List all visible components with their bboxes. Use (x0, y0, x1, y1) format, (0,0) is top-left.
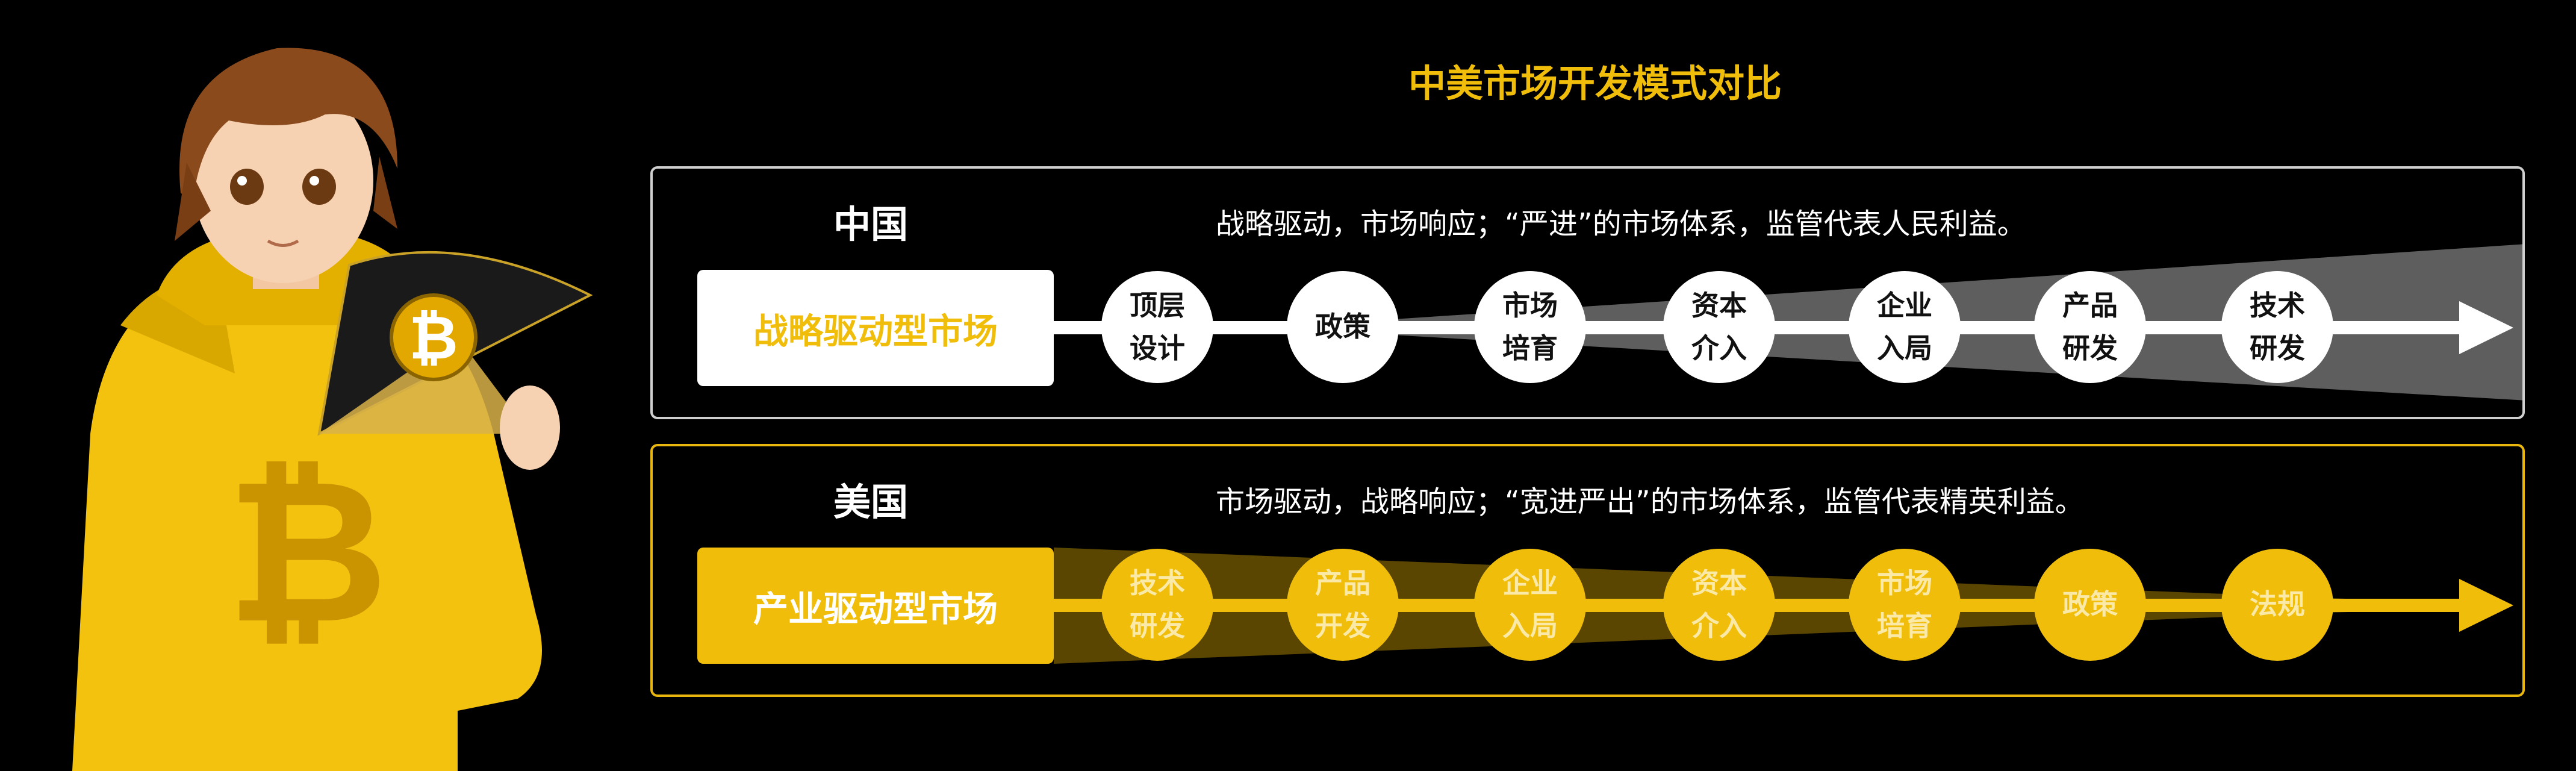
usa-step-node: 企业 入局 (1474, 549, 1586, 661)
china-panel: 中国 战略驱动，市场响应；“严进”的市场体系，监管代表人民利益。 战略驱动型市场… (650, 166, 2525, 419)
usa-market-type-label: 产业驱动型市场 (697, 548, 1054, 664)
arrow-right-icon (2459, 301, 2513, 354)
usa-step-node: 法规 (2221, 549, 2333, 661)
china-step-node: 企业 入局 (1849, 271, 1961, 383)
arrow-right-icon (2459, 579, 2513, 632)
china-country-label: 中国 (833, 202, 909, 246)
china-step-node: 政策 (1287, 271, 1399, 383)
usa-step-node: 资本 介入 (1663, 549, 1775, 661)
china-step-node: 技术 研发 (2221, 271, 2333, 383)
usa-panel: 美国 市场驱动，战略响应；“宽进严出”的市场体系，监管代表精英利益。 产业驱动型… (650, 444, 2525, 697)
page-title: 中美市场开发模式对比 (1408, 61, 1782, 105)
usa-step-node: 技术 研发 (1101, 549, 1213, 661)
usa-description: 市场驱动，战略响应；“宽进严出”的市场体系，监管代表精英利益。 (1216, 485, 2084, 519)
china-step-node: 产品 研发 (2034, 271, 2146, 383)
usa-country-label: 美国 (833, 480, 909, 524)
china-step-node: 资本 介入 (1663, 271, 1775, 383)
china-step-node: 顶层 设计 (1101, 271, 1213, 383)
usa-step-node: 政策 (2034, 549, 2146, 661)
usa-step-node: 市场 培育 (1849, 549, 1961, 661)
bitcoin-mascot-illustration: ₿ ₿ (72, 48, 593, 771)
svg-text:₿: ₿ (226, 436, 388, 667)
china-description: 战略驱动，市场响应；“严进”的市场体系，监管代表人民利益。 (1216, 207, 2026, 241)
svg-text:₿: ₿ (409, 302, 458, 373)
china-step-node: 市场 培育 (1474, 271, 1586, 383)
china-market-type-label: 战略驱动型市场 (697, 270, 1054, 386)
usa-step-node: 产品 开发 (1287, 549, 1399, 661)
